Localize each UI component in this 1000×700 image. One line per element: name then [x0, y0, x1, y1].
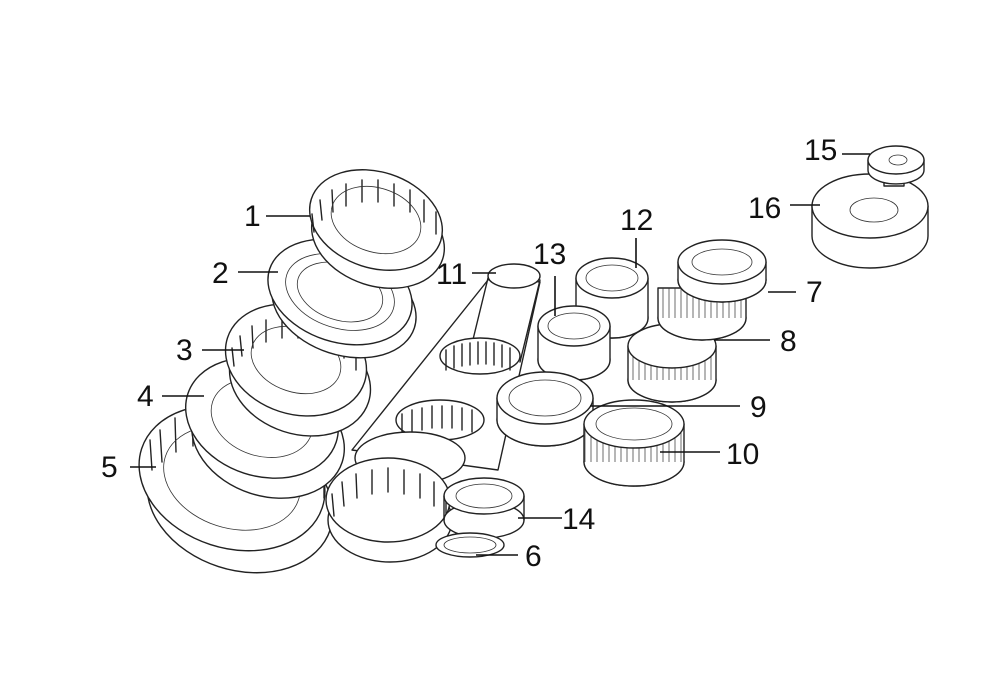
- part-7-bearing: [657, 239, 767, 341]
- callout-11: 11: [436, 258, 467, 291]
- callout-9: 9: [750, 391, 767, 424]
- part-10-needle-bearing: [583, 399, 685, 487]
- callout-10: 10: [726, 438, 759, 471]
- part-14-bushing: [443, 477, 525, 539]
- callout-1: 1: [244, 200, 261, 233]
- callout-12: 12: [620, 204, 653, 237]
- callout-7: 7: [806, 276, 823, 309]
- callout-4: 4: [137, 380, 154, 413]
- callout-3: 3: [176, 334, 193, 367]
- part-1-top-gear: [308, 169, 446, 289]
- callout-15: 15: [804, 134, 837, 167]
- callout-13: 13: [533, 238, 566, 271]
- callout-16: 16: [748, 192, 781, 225]
- callout-5: 5: [101, 451, 118, 484]
- part-13-sleeve: [537, 305, 611, 381]
- part-16-cap: [811, 173, 929, 269]
- callout-2: 2: [212, 257, 229, 290]
- part-8-bearing: [627, 323, 717, 403]
- callout-6: 6: [525, 540, 542, 573]
- leader-lines: [130, 153, 870, 556]
- part-11-main-shaft: [351, 263, 541, 485]
- shaft-base-gear: [325, 457, 453, 563]
- part-9-spacer: [496, 371, 594, 447]
- callout-8: 8: [780, 325, 797, 358]
- part-6-snap-ring: [435, 532, 505, 558]
- callout-14: 14: [562, 503, 595, 536]
- part-15-bolt: [867, 145, 925, 187]
